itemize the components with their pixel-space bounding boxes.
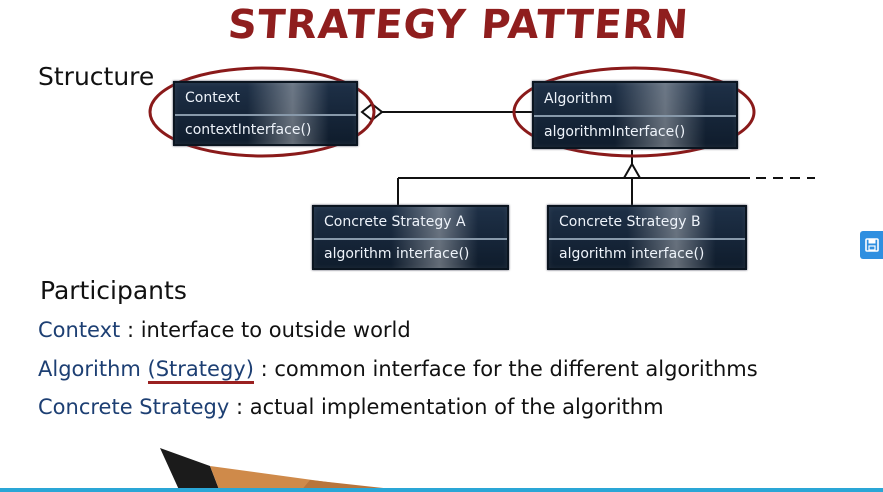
participants-title: Participants	[40, 276, 187, 305]
strategy-a-box: Concrete Strategy A algorithm interface(…	[312, 205, 509, 270]
strategy-b-box-method: algorithm interface()	[549, 237, 745, 268]
context-box: Context contextInterface()	[173, 81, 358, 146]
participant-algorithm: Algorithm (Strategy) : common interface …	[38, 357, 758, 384]
strategy-a-box-method: algorithm interface()	[314, 237, 507, 268]
strategy-b-box-name: Concrete Strategy B	[549, 207, 745, 238]
aggregation-diamond	[360, 102, 384, 122]
strategy-b-box: Concrete Strategy B algorithm interface(…	[547, 205, 747, 270]
algorithm-box-name: Algorithm	[534, 83, 736, 115]
inheritance-arrow	[622, 161, 642, 179]
participant-term: Context	[38, 318, 121, 342]
participant-term-paren: (Strategy)	[147, 357, 254, 384]
participant-separator: :	[253, 357, 275, 381]
context-highlight-ellipse	[148, 66, 376, 158]
participant-desc: interface to outside world	[140, 318, 411, 342]
participant-desc: actual implementation of the algorithm	[249, 395, 664, 419]
context-box-method: contextInterface()	[175, 113, 356, 144]
bottom-progress-bar	[0, 488, 883, 492]
strategy-a-box-name: Concrete Strategy A	[314, 207, 507, 238]
participant-term: Algorithm	[38, 357, 148, 381]
context-box-name: Context	[175, 83, 356, 114]
participant-separator: :	[229, 395, 250, 419]
algorithm-box-method: algorithmInterface()	[534, 115, 736, 147]
structure-label: Structure	[38, 62, 155, 91]
participant-desc: common interface for the different algor…	[274, 357, 758, 381]
participant-term: Concrete Strategy	[38, 395, 230, 419]
participant-concrete-strategy: Concrete Strategy : actual implementatio…	[38, 395, 664, 419]
participant-separator: :	[120, 318, 141, 342]
pencil-icon	[160, 448, 420, 492]
algorithm-highlight-ellipse	[512, 66, 756, 158]
save-icon[interactable]	[860, 231, 883, 259]
algorithm-box: Algorithm algorithmInterface()	[532, 81, 738, 149]
participant-context: Context : interface to outside world	[38, 318, 411, 342]
